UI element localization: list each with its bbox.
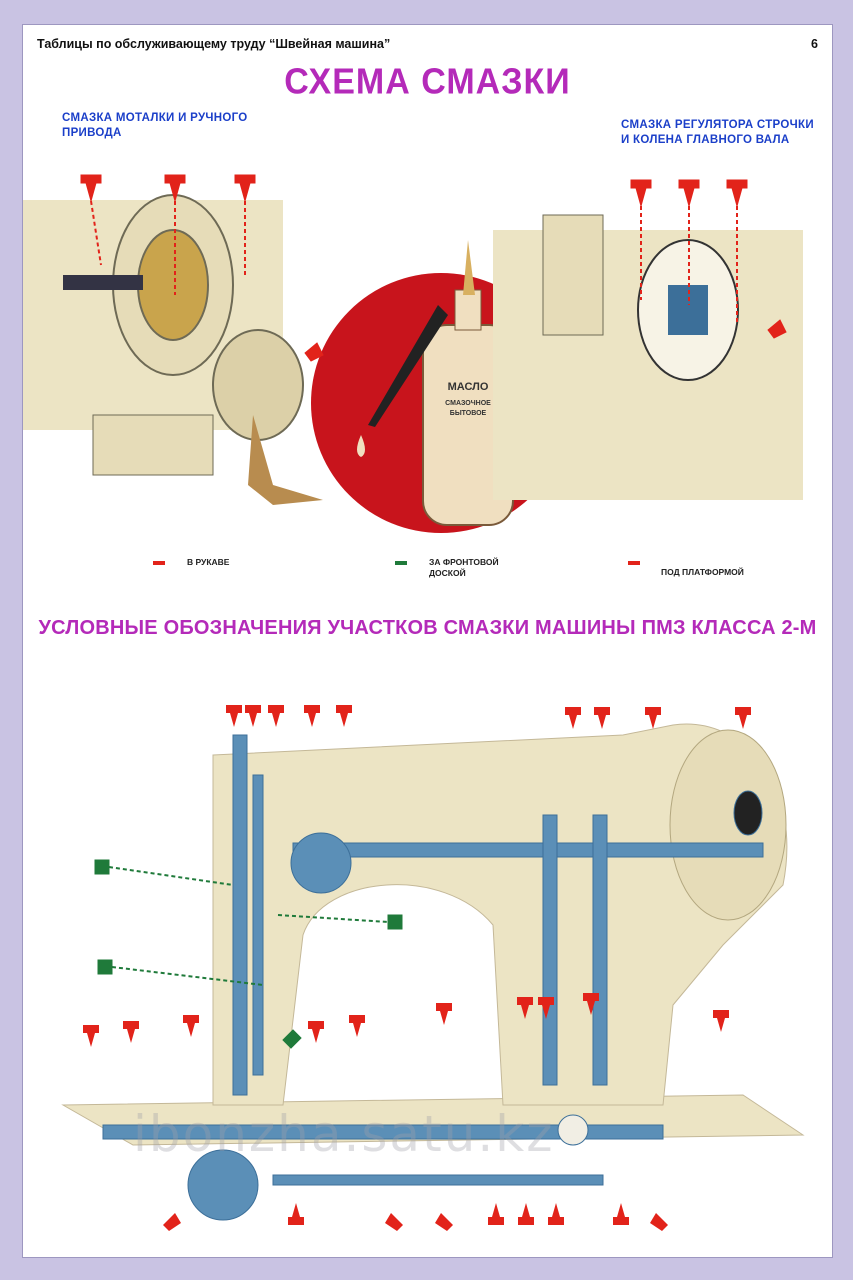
green-front-arrows [94,859,403,1049]
machine-body [61,723,805,1146]
section-title: УСЛОВНЫЕ ОБОЗНАЧЕНИЯ УЧАСТКОВ СМАЗКИ МАШ… [38,617,817,639]
oiler-label-2: СМАЗОЧНОЕ [445,400,491,407]
legend-arrows [153,561,640,565]
legend-item-1: В РУКАВЕ [187,557,230,567]
main-title: СХЕМА СМАЗКИ [284,62,571,102]
mechanism-shafts [102,734,764,1221]
legend-item-2: ЗА ФРОНТОВОЙ ДОСКОЙ [429,557,499,578]
stitch-regulator-drawing [493,214,803,500]
lubrication-illustration-top: МАСЛО СМАЗОЧНОЕ БЫТОВОЕ [23,174,803,565]
legend-item-3: ПОД ПЛАТФОРМОЙ [661,567,744,577]
oiler-label-3: БЫТОВОЕ [450,410,487,417]
handwheel-drawing [23,194,323,505]
machine-lubrication-diagram [61,705,805,1231]
oil-point-arrows-top [80,174,787,362]
page-number: 6 [811,37,818,51]
right-caption: СМАЗКА РЕГУЛЯТОРА СТРОЧКИ И КОЛЕНА ГЛАВН… [621,119,814,146]
header-title: Таблицы по обслуживающему труду “Швейная… [37,37,391,51]
left-caption: СМАЗКА МОТАЛКИ И РУЧНОГО ПРИВОДА [62,112,248,139]
oil-point-arrows-bottom [83,705,751,1231]
poster-sheet: Таблицы по обслуживающему труду “Швейная… [22,24,833,1258]
oiler-label-1: МАСЛО [448,381,489,393]
watermark-text: ibonzha.satu.kz [133,1105,555,1163]
